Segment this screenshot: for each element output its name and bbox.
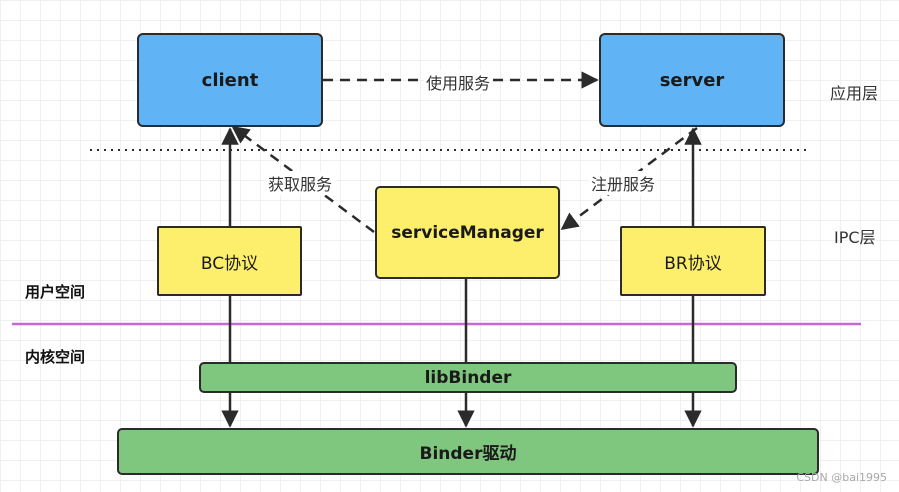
client-node: client — [137, 33, 323, 127]
binder-driver-label: Binder驱动 — [419, 444, 517, 464]
libbinder-label: libBinder — [424, 367, 512, 388]
server-label: server — [659, 69, 725, 91]
layer-label-application: 应用层 — [830, 84, 879, 103]
server-node: server — [599, 33, 785, 127]
service-manager-node: serviceManager — [375, 186, 560, 279]
binder-driver-node: Binder驱动 — [117, 428, 819, 475]
edge-label-use-service: 使用服务 — [424, 70, 493, 94]
service-manager-label: serviceManager — [391, 222, 544, 243]
br-protocol-label: BR协议 — [664, 253, 722, 274]
zone-label-user-space: 用户空间 — [25, 283, 86, 301]
edge-register-service — [560, 126, 698, 231]
client-label: client — [201, 69, 259, 91]
bc-protocol-node: BC协议 — [157, 226, 302, 296]
edge-label-get-service: 获取服务 — [266, 171, 335, 195]
br-protocol-node: BR协议 — [620, 226, 766, 296]
layer-label-ipc: IPC层 — [834, 228, 876, 247]
bc-protocol-label: BC协议 — [200, 253, 259, 274]
zone-label-kernel-space: 内核空间 — [25, 348, 86, 366]
watermark-text: CSDN @bai1995 — [796, 471, 887, 484]
edge-label-register-service: 注册服务 — [589, 171, 658, 195]
libbinder-node: libBinder — [199, 362, 737, 393]
